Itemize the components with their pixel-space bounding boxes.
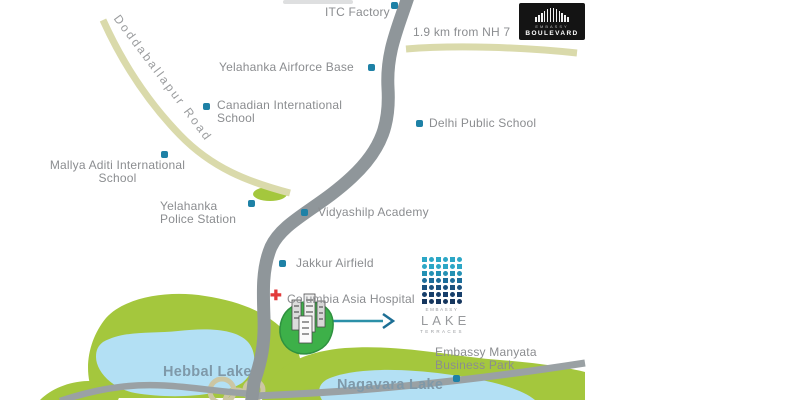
grid-dot — [457, 292, 462, 297]
dot-grid-icon — [417, 257, 467, 304]
map-marker-yelahanka-airforce-base — [368, 64, 375, 71]
grid-dot — [422, 285, 427, 290]
grid-dot — [450, 264, 455, 269]
grid-dot — [436, 264, 441, 269]
grid-dot — [450, 285, 455, 290]
grid-dot — [429, 292, 434, 297]
bar — [544, 11, 546, 22]
grid-dot — [422, 299, 427, 304]
bellary-road-nh7 — [245, 0, 414, 400]
bar — [538, 15, 540, 22]
map-marker-jakkur-airfield — [279, 260, 286, 267]
grid-dot — [457, 271, 462, 276]
grid-dot — [429, 271, 434, 276]
grid-dot — [422, 292, 427, 297]
bar — [535, 17, 537, 22]
label-distance-nh7: 1.9 km from NH 7 — [413, 25, 511, 39]
grid-dot — [429, 264, 434, 269]
map-marker-embassy-manyata-business-park — [453, 375, 460, 382]
site-arrow — [330, 312, 396, 330]
bar — [561, 13, 563, 22]
grid-dot — [457, 264, 462, 269]
grid-dot — [436, 271, 441, 276]
label-delhi-public-school: Delhi Public School — [429, 116, 537, 130]
map-marker-mallya-aditi-international-school — [161, 151, 168, 158]
grid-dot — [450, 299, 455, 304]
bar — [564, 15, 566, 22]
map-marker-yelahanka-police-station — [248, 200, 255, 207]
map-marker-delhi-public-school — [416, 120, 423, 127]
grid-dot — [443, 264, 448, 269]
grid-dot — [457, 299, 462, 304]
map-marker-vidyashilp-academy — [301, 209, 308, 216]
grid-dot — [443, 285, 448, 290]
doddaballapur-road — [99, 18, 578, 197]
cropped-label-fragment — [283, 0, 353, 4]
grid-dot — [443, 257, 448, 262]
hebbal-lake-label: Hebbal Lake — [163, 364, 252, 380]
grid-dot — [443, 278, 448, 283]
grid-dot — [429, 278, 434, 283]
map-marker-itc-factory — [391, 2, 398, 9]
boulevard-brand-text: EMBASSY — [535, 24, 569, 29]
grid-dot — [422, 257, 427, 262]
grid-dot — [457, 278, 462, 283]
grid-dot — [429, 257, 434, 262]
grid-dot — [422, 264, 427, 269]
nagavara-lake-label: Nagavara Lake — [337, 377, 444, 393]
grid-dot — [457, 285, 462, 290]
grid-dot — [450, 292, 455, 297]
grid-dot — [450, 271, 455, 276]
hospital-cross-icon: ✚ — [270, 287, 282, 303]
boulevard-bars-icon — [535, 7, 569, 22]
grid-dot — [443, 292, 448, 297]
grid-dot — [436, 278, 441, 283]
grid-dot — [436, 292, 441, 297]
map-marker-canadian-international-school — [203, 103, 210, 110]
bar — [558, 11, 560, 22]
bar — [552, 8, 555, 22]
bar — [546, 9, 549, 22]
label-vidyashilp-academy: Vidyashilp Academy — [318, 205, 429, 219]
grid-dot — [450, 257, 455, 262]
embassy-boulevard-logo: EMBASSY BOULEVARD — [519, 3, 585, 40]
grid-dot — [422, 278, 427, 283]
label-yelahanka-airforce-base: Yelahanka Airforce Base — [219, 60, 354, 74]
label-jakkur-airfield: Jakkur Airfield — [296, 256, 374, 270]
project-site-marker — [279, 293, 334, 355]
side-roads — [58, 359, 586, 400]
grid-dot — [450, 278, 455, 283]
grid-dot — [457, 257, 462, 262]
bar — [555, 9, 558, 22]
grid-dot — [443, 299, 448, 304]
grid-dot — [422, 271, 427, 276]
grid-dot — [436, 299, 441, 304]
grid-dot — [436, 285, 441, 290]
lake-terraces-name-text: LAKE — [421, 313, 471, 328]
label-columbia-asia-hospital: Columbia Asia Hospital — [287, 292, 415, 306]
lake-terraces-brand-text: EMBASSY — [425, 307, 459, 312]
label-itc-factory: ITC Factory — [325, 5, 390, 19]
grid-dot — [436, 257, 441, 262]
grid-dot — [443, 271, 448, 276]
boulevard-name-text: BOULEVARD — [525, 30, 579, 37]
grid-dot — [429, 285, 434, 290]
embassy-lake-terraces-logo: EMBASSY LAKE TERRACES — [417, 257, 467, 334]
bar — [541, 13, 543, 22]
lake-terraces-suffix-text: TERRACES — [420, 329, 464, 334]
bar — [567, 17, 569, 22]
grid-dot — [429, 299, 434, 304]
bar — [549, 8, 552, 22]
